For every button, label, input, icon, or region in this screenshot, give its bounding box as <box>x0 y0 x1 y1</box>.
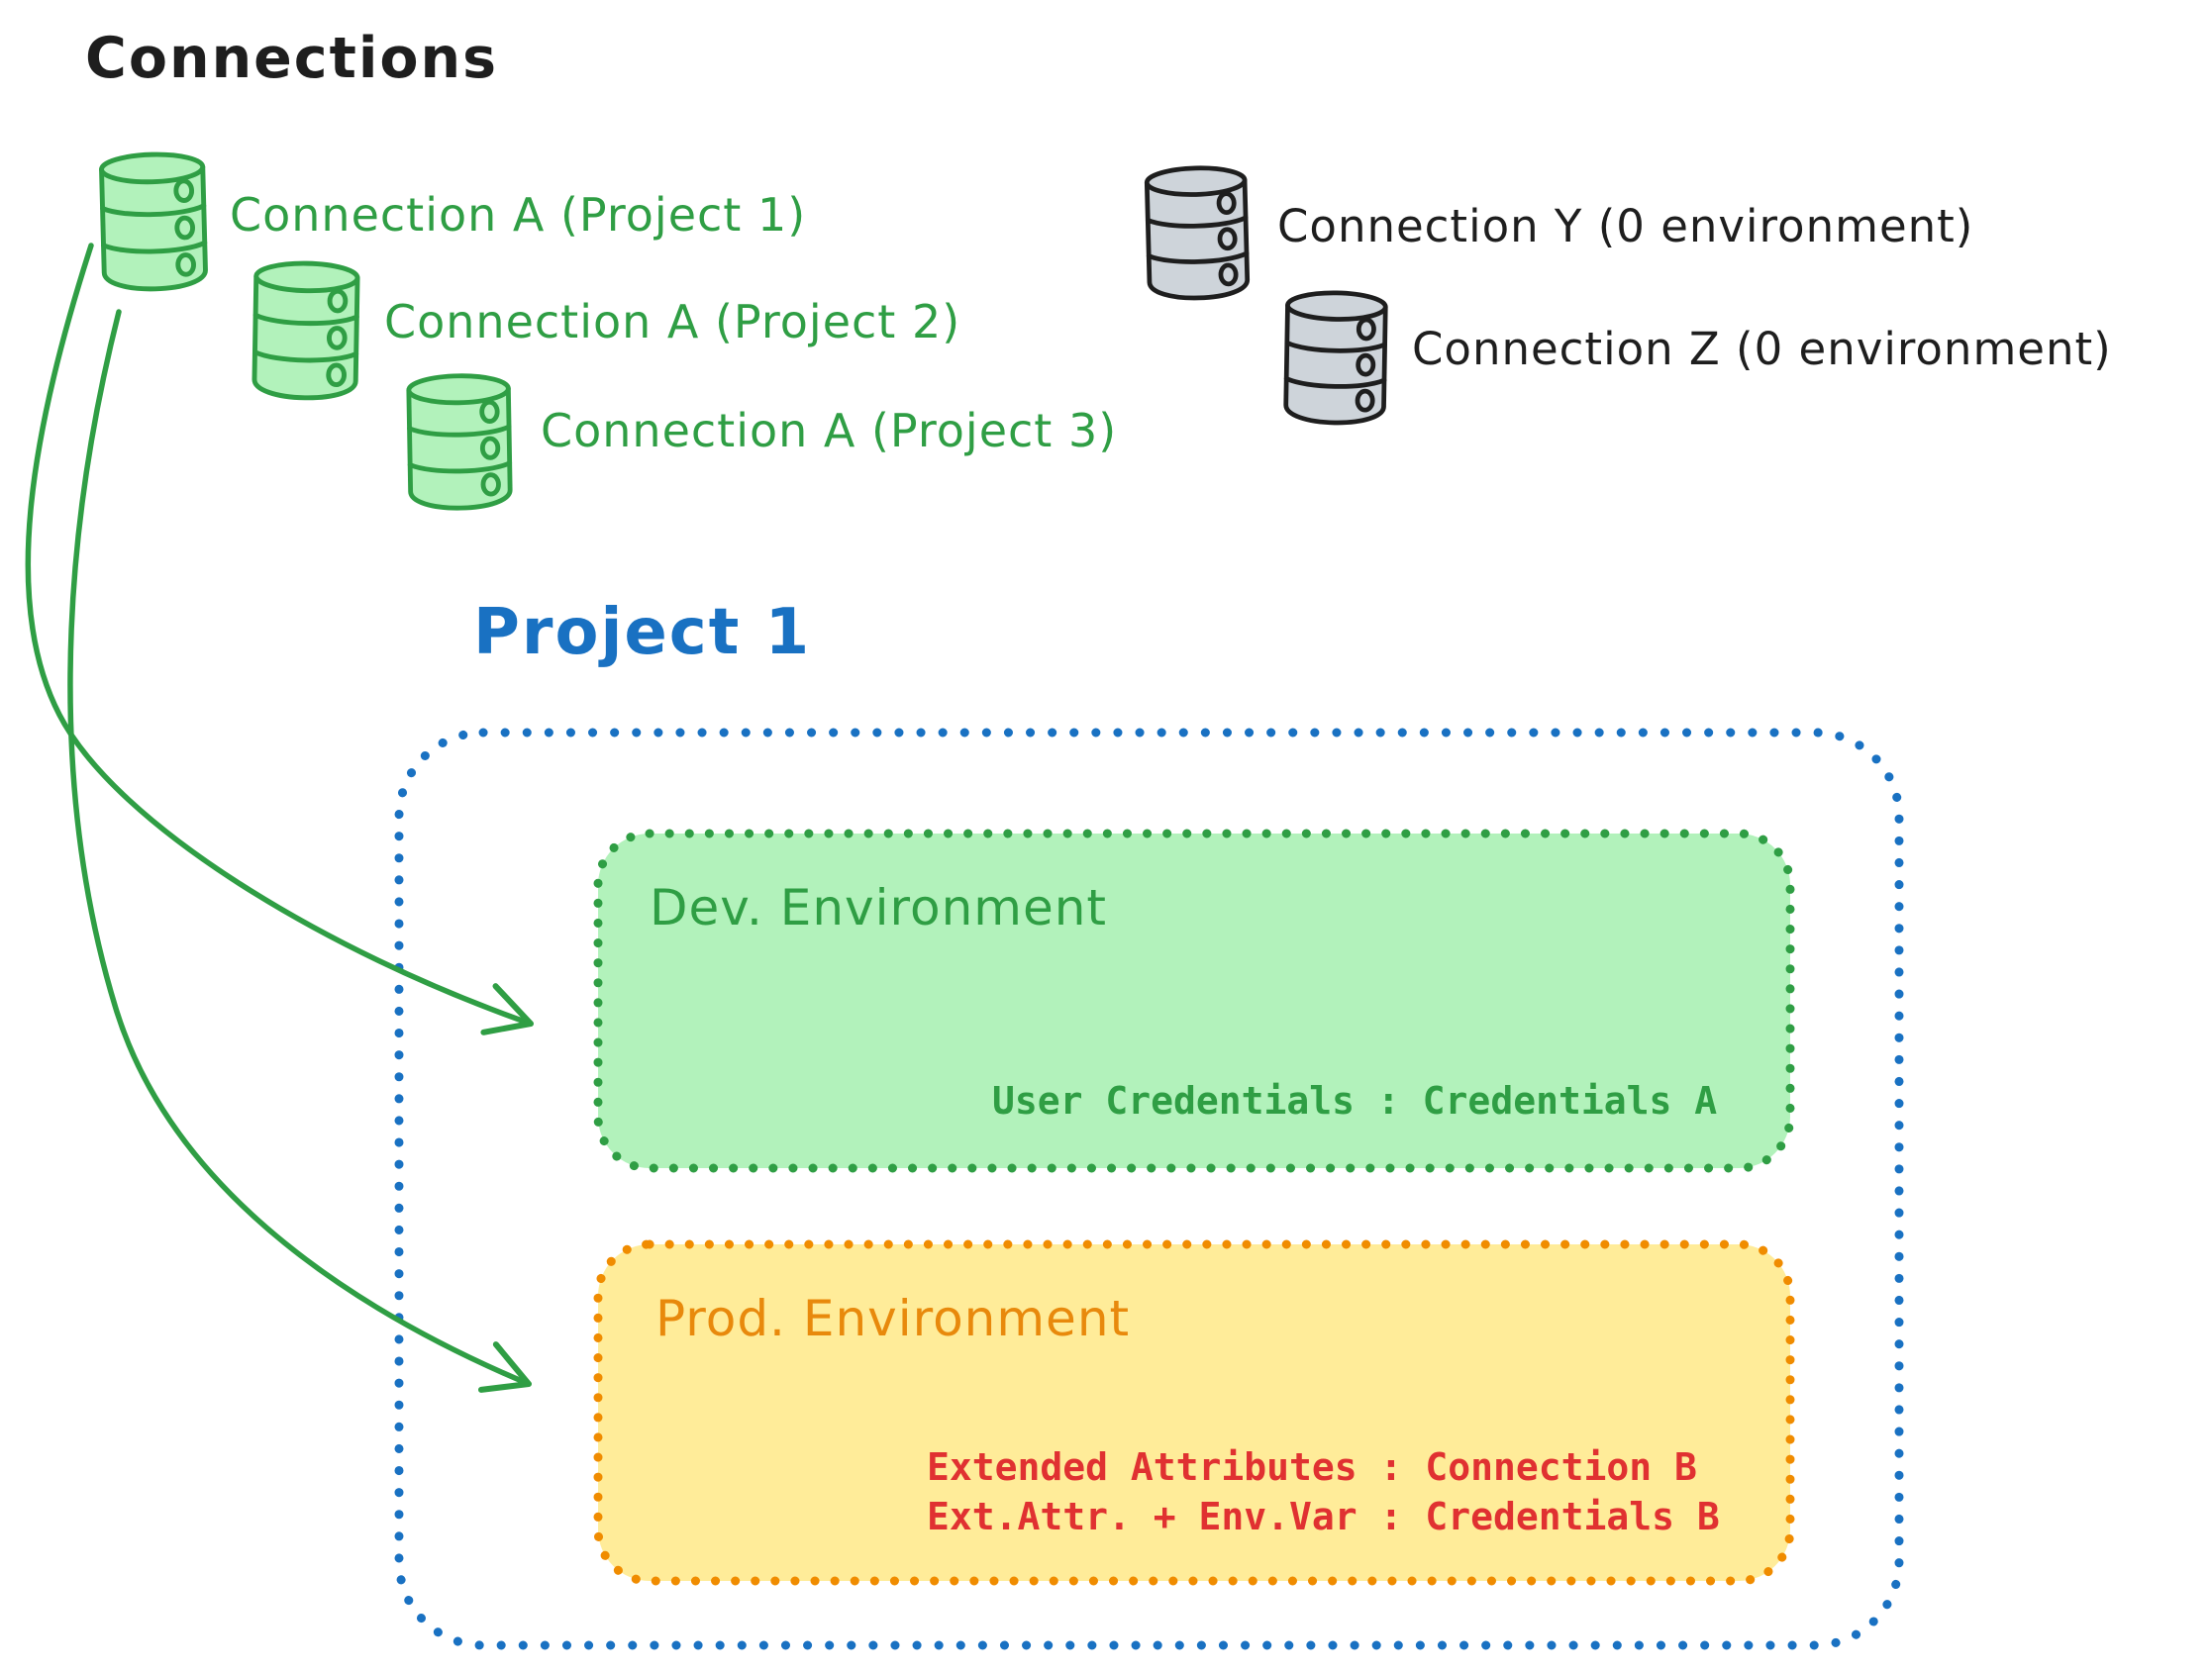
dev-credentials-mapping: User Credentials : Credentials A <box>992 1079 1718 1123</box>
connection-label: Connection Y (0 environment) <box>1277 200 1974 252</box>
connection-label: Connection A (Project 1) <box>230 188 807 242</box>
connection-label: Connection A (Project 3) <box>541 404 1118 457</box>
prod-environment-box <box>593 1239 1795 1586</box>
database-icon <box>1278 284 1393 428</box>
project-title: Project 1 <box>473 596 812 669</box>
prod-mapping-line-1: Extended Attributes : Connection B <box>927 1445 1697 1489</box>
database-icon <box>247 254 366 403</box>
arrow-connection-a-to-dev <box>25 243 534 1035</box>
prod-mapping-line-2: Ext.Attr. + Env.Var : Credentials B <box>927 1495 1720 1538</box>
arrow-connection-a-to-prod <box>67 309 532 1393</box>
prod-environment-title: Prod. Environment <box>655 1290 1131 1347</box>
project-1-box <box>394 728 1904 1650</box>
dev-environment-box <box>593 829 1795 1173</box>
connection-label: Connection Z (0 environment) <box>1412 323 2112 375</box>
connection-label: Connection A (Project 2) <box>384 295 961 348</box>
database-icon <box>93 145 214 294</box>
database-icon <box>1139 159 1256 304</box>
database-icon <box>401 367 519 513</box>
dev-environment-title: Dev. Environment <box>650 879 1108 936</box>
page-title: Connections <box>85 26 499 91</box>
